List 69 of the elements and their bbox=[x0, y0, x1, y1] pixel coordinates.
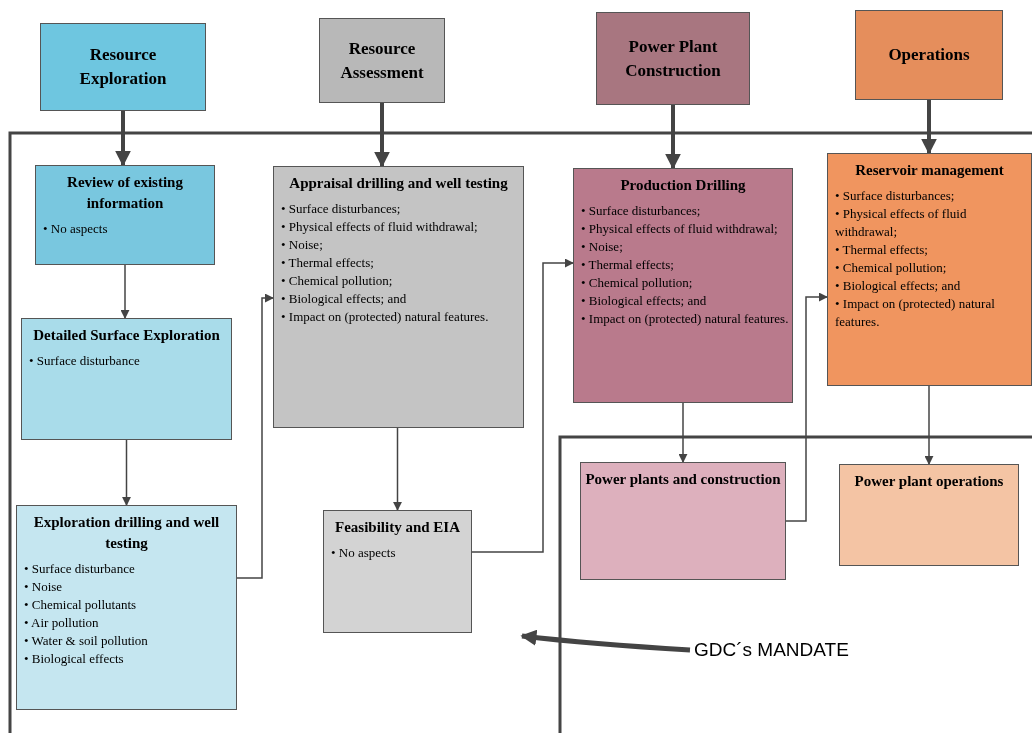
aspect-item: • No aspects bbox=[331, 544, 397, 562]
stage-box bbox=[40, 23, 206, 111]
aspect-item: • Physical effects of fluid withdrawal; bbox=[281, 218, 479, 236]
aspect-item: • Physical effects of fluid withdrawal; bbox=[835, 205, 968, 241]
activity-box bbox=[16, 505, 237, 710]
aspect-item: • Thermal effects; bbox=[581, 256, 675, 274]
stage-title: Resource Assessment bbox=[339, 37, 425, 84]
box-heading: Power plant operations bbox=[853, 472, 1005, 491]
aspect-item: • No aspects bbox=[43, 220, 109, 238]
arrow bbox=[115, 111, 131, 167]
activity-box bbox=[839, 464, 1019, 566]
aspect-item: • Biological effects; and bbox=[835, 277, 962, 295]
activity-box bbox=[827, 153, 1032, 386]
stage-box bbox=[596, 12, 750, 105]
stage-title: Power Plant Construction bbox=[624, 35, 722, 82]
aspect-item: • Surface disturbances; bbox=[581, 202, 702, 220]
activity-box bbox=[573, 168, 793, 403]
activity-box bbox=[35, 165, 215, 265]
aspect-item: • Chemical pollution; bbox=[281, 272, 394, 290]
activity-box bbox=[580, 462, 786, 580]
aspect-item: • Physical effects of fluid withdrawal; bbox=[581, 220, 779, 238]
box-heading: Power plants and construction bbox=[584, 470, 782, 489]
aspect-item: • Thermal effects; bbox=[835, 241, 929, 259]
activity-box bbox=[273, 166, 524, 428]
stage-box bbox=[319, 18, 445, 103]
arrow bbox=[122, 439, 131, 506]
stage-box bbox=[855, 10, 1003, 100]
aspect-item: • Surface disturbance bbox=[29, 352, 141, 370]
aspect-item: • Impact on (protected) natural features. bbox=[835, 295, 996, 331]
aspect-item: • Surface disturbance bbox=[24, 560, 136, 578]
aspect-item: • Biological effects; and bbox=[581, 292, 708, 310]
arrow bbox=[785, 292, 828, 522]
arrow bbox=[120, 264, 130, 319]
activity-box bbox=[323, 510, 472, 633]
arrow bbox=[921, 100, 937, 155]
aspect-item: • Thermal effects; bbox=[281, 254, 375, 272]
arrow bbox=[924, 385, 934, 465]
aspect-item: • Biological effects bbox=[24, 650, 125, 668]
aspect-item: • Impact on (protected) natural features. bbox=[581, 310, 789, 328]
arrow bbox=[520, 629, 691, 653]
stage-title: Resource Exploration bbox=[78, 44, 168, 90]
arrow bbox=[374, 103, 390, 168]
aspect-item: • Air pollution bbox=[24, 614, 100, 632]
mandate-label: GDC´s MANDATE bbox=[694, 636, 894, 664]
arrow bbox=[236, 293, 274, 579]
arrow bbox=[665, 105, 681, 170]
box-heading: Feasibility and EIA bbox=[334, 518, 461, 537]
aspect-item: • Chemical pollution; bbox=[835, 259, 948, 277]
aspect-item: • Water & soil pollution bbox=[24, 632, 149, 650]
activity-box bbox=[21, 318, 232, 440]
box-heading: Exploration drilling and well testing bbox=[32, 513, 221, 553]
aspect-item: • Surface disturbances; bbox=[835, 187, 956, 205]
box-heading: Review of existing information bbox=[66, 173, 184, 213]
aspect-item: • Noise bbox=[24, 578, 64, 596]
box-heading: Appraisal drilling and well testing bbox=[288, 174, 509, 193]
stage-title: Operations bbox=[888, 44, 970, 66]
arrow bbox=[678, 402, 688, 463]
box-heading: Production Drilling bbox=[619, 176, 747, 195]
aspect-item: • Noise; bbox=[281, 236, 324, 254]
aspect-item: • Noise; bbox=[581, 238, 624, 256]
aspect-item: • Chemical pollution; bbox=[581, 274, 694, 292]
aspect-item: • Surface disturbances; bbox=[281, 200, 402, 218]
box-heading: Detailed Surface Exploration bbox=[32, 326, 221, 345]
arrow bbox=[471, 258, 574, 553]
aspect-item: • Impact on (protected) natural features. bbox=[281, 308, 490, 326]
arrow bbox=[393, 427, 402, 511]
aspect-item: • Chemical pollutants bbox=[24, 596, 138, 614]
aspect-item: • Biological effects; and bbox=[281, 290, 408, 308]
box-heading: Reservoir management bbox=[854, 161, 1005, 180]
